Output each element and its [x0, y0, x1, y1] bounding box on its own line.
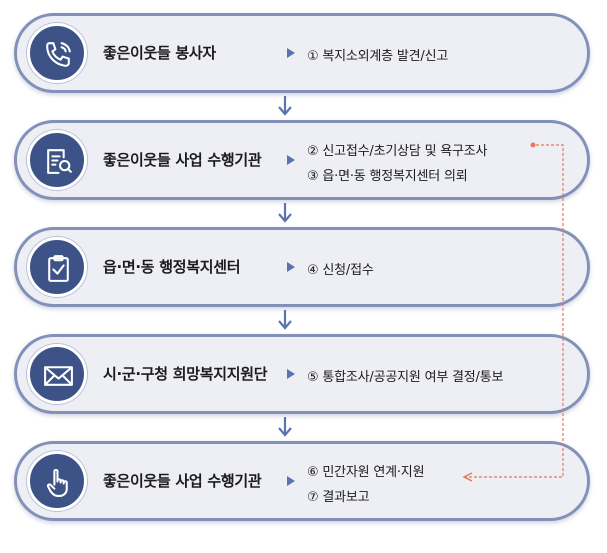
step-4-pointer — [287, 369, 295, 379]
step-1-pointer — [287, 48, 295, 58]
clipboard-check-icon — [27, 237, 87, 297]
step-3-item-1: ④ 신청/접수 — [307, 263, 374, 278]
document-search-icon — [27, 130, 87, 190]
step-5-title: 좋은이웃들 사업 수행기관 — [103, 472, 262, 490]
step-2-box: 좋은이웃들 사업 수행기관 ② 신고접수/초기상담 및 욕구조사 ③ 읍·면·동… — [14, 120, 590, 200]
down-arrow-icon — [278, 310, 292, 330]
step-2-pointer — [287, 155, 295, 165]
step-5-pointer — [287, 476, 295, 486]
step-3-pointer — [287, 262, 295, 272]
step-1-box: 좋은이웃들 봉사자 ① 복지소외계층 발견/신고 — [14, 13, 590, 93]
step-3-box: 읍·면·동 행정복지센터 ④ 신청/접수 — [14, 227, 590, 307]
step-1-item-1: ① 복지소외계층 발견/신고 — [307, 49, 449, 64]
connector-line — [465, 144, 564, 478]
connector-arrowhead — [462, 472, 473, 482]
step-4-item-1: ⑤ 통합조사/공공지원 여부 결정/통보 — [307, 370, 504, 385]
step-5-item-1: ⑥ 민간자원 연계·지원 — [307, 465, 425, 480]
step-3-title: 읍·면·동 행정복지센터 — [103, 258, 241, 276]
envelope-icon — [27, 344, 87, 404]
step-4-box: 시·군·구청 희망복지지원단 ⑤ 통합조사/공공지원 여부 결정/통보 — [14, 334, 590, 414]
step-1-title: 좋은이웃들 봉사자 — [103, 44, 216, 62]
step-2-title: 좋은이웃들 사업 수행기관 — [103, 151, 262, 169]
phone-icon — [27, 23, 87, 83]
step-2-item-2: ③ 읍·면·동 행정복지센터 의뢰 — [307, 169, 468, 184]
step-5-box: 좋은이웃들 사업 수행기관 ⑥ 민간자원 연계·지원 ⑦ 결과보고 — [14, 441, 590, 521]
pointing-hand-icon — [27, 451, 87, 511]
step-4-title: 시·군·구청 희망복지지원단 — [103, 365, 268, 383]
connector-start-dot — [530, 142, 536, 148]
step-2-item-1: ② 신고접수/초기상담 및 욕구조사 — [307, 144, 488, 159]
step-5-item-2: ⑦ 결과보고 — [307, 490, 370, 505]
down-arrow-icon — [278, 96, 292, 116]
down-arrow-icon — [278, 417, 292, 437]
down-arrow-icon — [278, 203, 292, 223]
